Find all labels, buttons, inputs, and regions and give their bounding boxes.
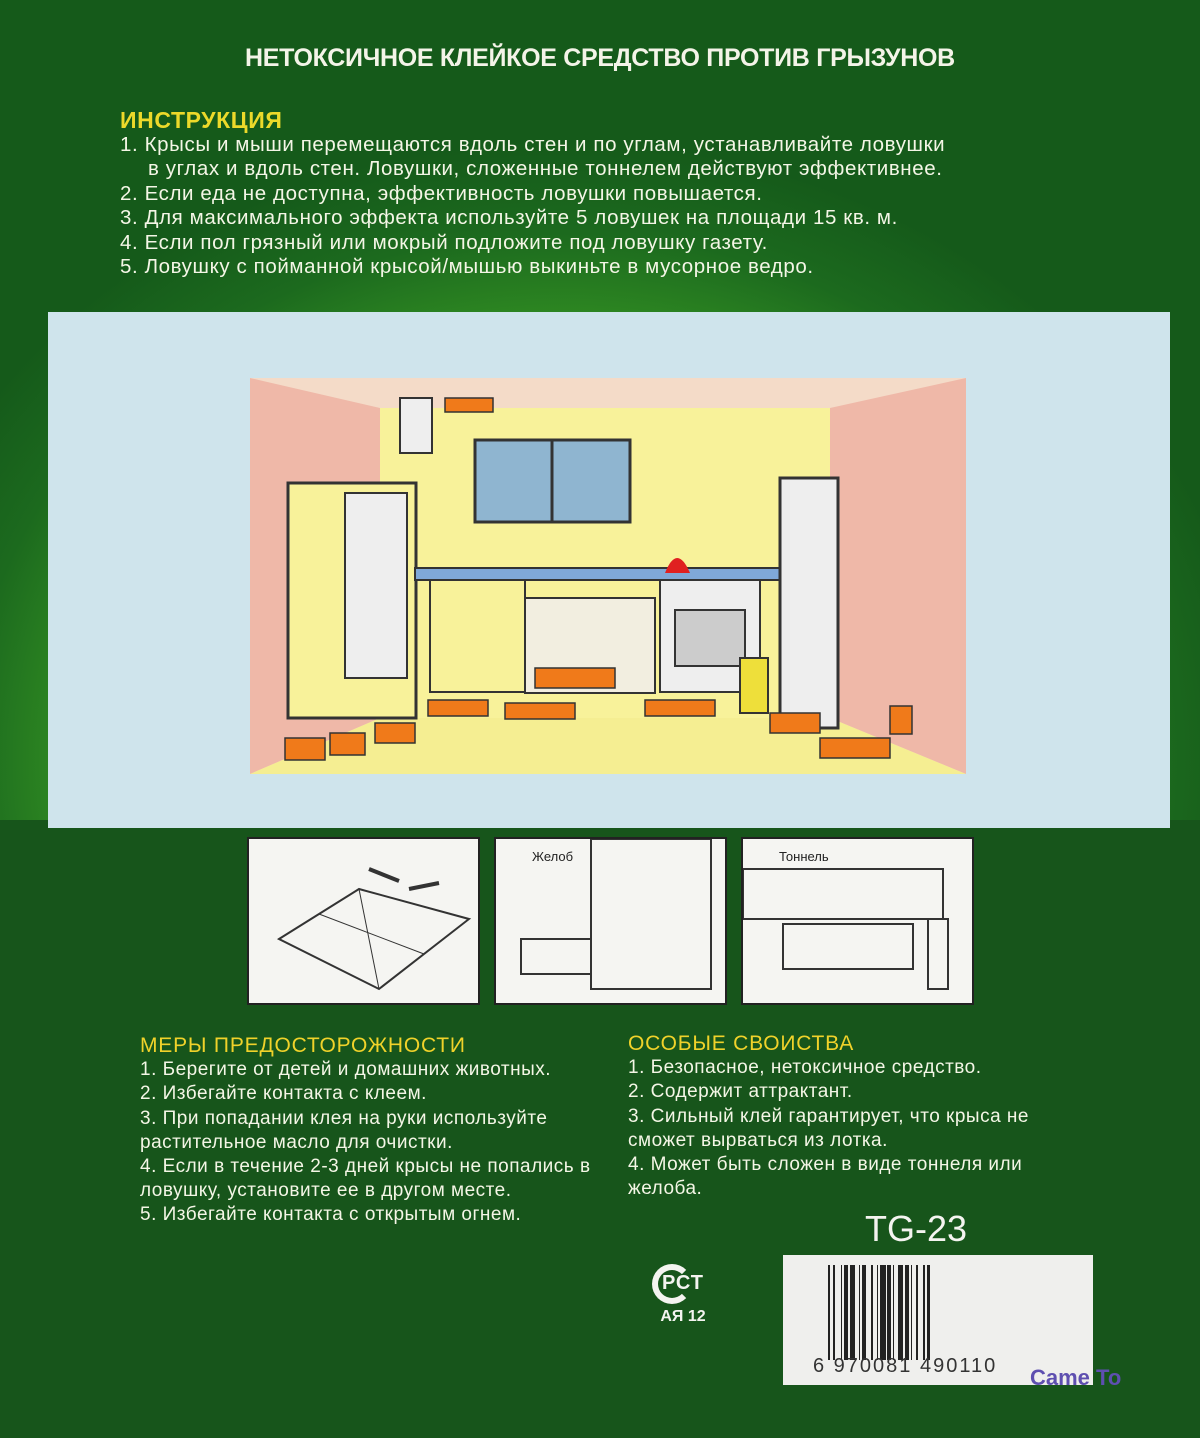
precaution-item: 4. Если в течение 2-3 дней крысы не попа…: [140, 1156, 591, 1202]
instructions-heading: ИНСТРУКЦИЯ: [120, 107, 283, 133]
thumb-unfold: [247, 837, 480, 1005]
feature-item: 1. Безопасное, нетоксичное средство.: [628, 1057, 982, 1079]
barcode-stripe: [926, 1265, 931, 1360]
kitchen-illustration: [250, 378, 966, 774]
precaution-item: 1. Берегите от детей и домашних животных…: [140, 1059, 552, 1081]
tunnel-illustration: [743, 868, 949, 990]
barcode-stripe: [828, 1265, 830, 1360]
certification-mark-text: РСТ: [661, 1272, 704, 1294]
certification-mark: РСТ АЯ 12: [648, 1262, 718, 1326]
instruction-line: 5. Ловушку с пойманной крысой/мышью выки…: [120, 255, 814, 278]
feature-item: 3. Сильный клей гарантирует, что крыса н…: [628, 1105, 1029, 1151]
precaution-item: 5. Избегайте контакта с открытым огнем.: [140, 1204, 522, 1226]
barcode: 6 970081 490110: [783, 1255, 1093, 1385]
barcode-stripe: [905, 1265, 909, 1360]
thumb-tunnel: Тоннель: [741, 837, 974, 1005]
barcode-bars: [828, 1265, 1018, 1360]
barcode-stripe: [849, 1265, 855, 1360]
instruction-line: 2. Если еда не доступна, эффективность л…: [120, 181, 763, 205]
barcode-stripe: [898, 1265, 904, 1360]
precaution-item: 2. Избегайте контакта с клеем.: [140, 1083, 427, 1105]
gutter-label: Желоб: [532, 849, 574, 864]
barcode-stripe: [887, 1265, 891, 1360]
feature-item: 4. Может быть сложен в виде тоннеля или …: [628, 1154, 1023, 1200]
instructions: ИНСТРУКЦИЯ 1. Крысы и мыши перемещаются …: [120, 108, 945, 280]
barcode-stripe: [923, 1265, 926, 1360]
instruction-line: 3. Для максимального эффекта используйте…: [120, 206, 898, 229]
instruction-line: 1. Крысы и мыши перемещаются вдоль стен …: [120, 132, 946, 156]
barcode-stripe: [858, 1265, 861, 1360]
barcode-stripe: [833, 1265, 836, 1360]
barcode-stripe: [916, 1265, 918, 1360]
model-number: TG-23: [865, 1208, 968, 1249]
feature-item: 2. Содержит аттрактант.: [628, 1081, 853, 1103]
thumb-gutter: Желоб: [494, 837, 727, 1005]
rst-logo-icon: РСТ: [648, 1262, 718, 1306]
precautions: МЕРЫ ПРЕДОСТОРОЖНОСТИ 1. Берегите от дет…: [140, 1034, 605, 1228]
barcode-stripe: [876, 1265, 879, 1360]
instruction-line: в углах и вдоль стен. Ловушки, сложенные…: [148, 157, 943, 180]
barcode-stripe: [892, 1265, 895, 1360]
tunnel-label: Тоннель: [779, 849, 829, 864]
barcode-stripe: [844, 1265, 848, 1360]
barcode-number: 6 970081 490110: [813, 1355, 998, 1377]
precautions-heading: МЕРЫ ПРЕДОСТОРОЖНОСТИ: [140, 1034, 466, 1057]
precaution-item: 3. При попадании клея на руки используйт…: [140, 1107, 548, 1153]
features-heading: ОСОБЫЕ СВОИСТВА: [628, 1032, 855, 1055]
barcode-stripe: [880, 1265, 886, 1360]
barcode-stripe: [871, 1265, 873, 1360]
instruction-line: 4. Если пол грязный или мокрый подложите…: [120, 230, 768, 254]
watermark: Came To: [1030, 1365, 1122, 1390]
barcode-stripe: [910, 1265, 913, 1360]
certification-code: АЯ 12: [660, 1308, 706, 1325]
barcode-stripe: [840, 1265, 843, 1360]
trap-unfold-illustration: [276, 867, 472, 991]
gutter-illustration: [520, 839, 712, 990]
features: ОСОБЫЕ СВОИСТВА 1. Безопасное, нетоксичн…: [628, 1032, 1096, 1201]
page-title: НЕТОКСИЧНОЕ КЛЕЙКОЕ СРЕДСТВО ПРОТИВ ГРЫЗ…: [245, 44, 955, 72]
barcode-stripe: [862, 1265, 866, 1360]
rst-ring: [652, 1264, 692, 1304]
